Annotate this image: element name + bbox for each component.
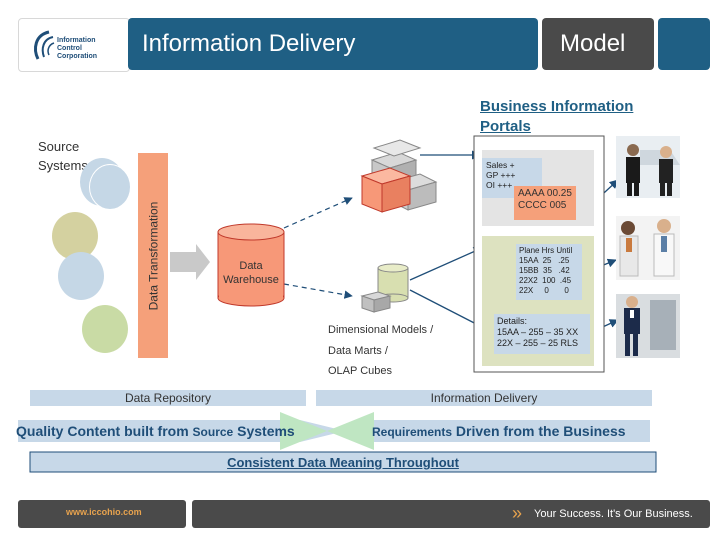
data-repository-band bbox=[30, 390, 306, 406]
olap-cubes-label: OLAP Cubes bbox=[328, 365, 393, 377]
footer-tagline-bar bbox=[192, 500, 710, 528]
quality-text-a: Quality Content built from bbox=[16, 423, 193, 439]
logo-line-1: Information bbox=[57, 37, 96, 44]
people-pilot-image bbox=[616, 294, 680, 358]
dashed-arrow-lower bbox=[283, 283, 353, 299]
arrow-to-portal-2 bbox=[409, 247, 483, 281]
arrow-to-portal-3 bbox=[409, 289, 485, 329]
details-card: Details: 15AA – 255 – 35 XX 22X – 255 – … bbox=[494, 314, 590, 354]
title-bar bbox=[128, 18, 538, 70]
footer-url[interactable]: www.iccohio.com bbox=[66, 507, 142, 517]
codes-card: AAAA 00.25 CCCC 005 bbox=[514, 186, 576, 220]
data-warehouse-label: Data Warehouse bbox=[223, 260, 279, 286]
source-systems-label: Source Systems bbox=[38, 139, 88, 173]
footer-url-bar bbox=[18, 500, 186, 528]
dimensional-models-label: Dimensional Models / bbox=[328, 324, 434, 336]
model-label: Model bbox=[560, 30, 626, 57]
logo-swoosh-icon bbox=[34, 30, 55, 60]
data-transformation-bar bbox=[138, 153, 168, 358]
requirements-label: Requirements Driven from the Business bbox=[372, 423, 626, 439]
header-accent bbox=[658, 18, 710, 70]
sales-card: Sales + GP +++ OI +++ bbox=[482, 158, 542, 198]
data-repository-label: Data Repository bbox=[124, 391, 212, 405]
transform-to-warehouse-arrow bbox=[170, 244, 210, 280]
data-marts-label: Data Marts / bbox=[328, 345, 388, 357]
information-delivery-label: Information Delivery bbox=[430, 391, 538, 405]
requirements-text-a: Requirements bbox=[372, 425, 453, 439]
chevron-icon: » bbox=[512, 503, 523, 523]
quality-content-label: Quality Content built from Source System… bbox=[16, 423, 295, 439]
source-circle bbox=[58, 252, 104, 300]
consistent-data-label: Consistent Data Meaning Throughout bbox=[227, 455, 459, 470]
source-circle bbox=[89, 164, 131, 210]
quality-band-right bbox=[327, 420, 650, 442]
logo-line-2: Control bbox=[57, 45, 82, 52]
quality-text-b: Source bbox=[192, 425, 234, 439]
data-warehouse-cylinder bbox=[217, 223, 285, 307]
information-delivery-band bbox=[316, 390, 652, 406]
dimensional-model-cylinder bbox=[360, 263, 409, 313]
plane-hours-card: Plane Hrs Until 15AA 25 .25 15BB 35 .42 … bbox=[516, 244, 582, 300]
quality-text-c: Systems bbox=[233, 423, 295, 439]
people-handshake-image bbox=[616, 136, 680, 198]
dashed-arrow-upper bbox=[283, 197, 353, 229]
bow-center bbox=[280, 412, 327, 450]
logo-line-3: Corporation bbox=[57, 53, 98, 60]
footer-tagline: Your Success. It's Our Business. bbox=[534, 508, 693, 520]
bow-center-2 bbox=[327, 412, 374, 450]
model-bar bbox=[542, 18, 654, 70]
requirements-text-b: Driven from the Business bbox=[452, 423, 626, 439]
source-circle bbox=[82, 305, 128, 353]
consistent-band bbox=[29, 451, 657, 473]
portals-title: Business Information Portals bbox=[480, 98, 634, 135]
page-title: Information Delivery bbox=[142, 30, 356, 57]
people-doctors-image bbox=[616, 216, 680, 280]
company-logo: Information Control Corporation bbox=[18, 18, 130, 72]
quality-band-left bbox=[18, 420, 345, 442]
data-mart-cubes bbox=[360, 139, 438, 213]
